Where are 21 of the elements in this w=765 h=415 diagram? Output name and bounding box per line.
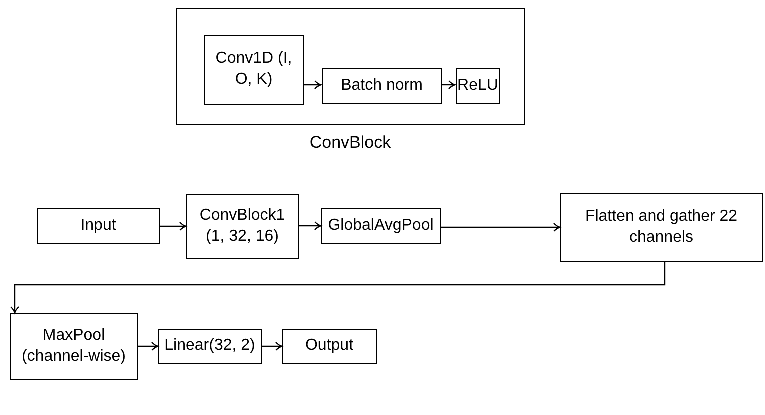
box-label: Batch norm (341, 76, 423, 96)
box-label: Conv1D (I, O, K) (214, 49, 294, 90)
process-box (321, 208, 441, 244)
box-label: ReLU (458, 76, 498, 96)
group-label: ConvBlock (308, 132, 392, 154)
process-box (322, 68, 442, 104)
process-box (186, 194, 299, 259)
box-label: ConvBlock1 (1, 32, 16) (198, 206, 286, 246)
box-label: Flatten and gather 22 channels (584, 206, 739, 248)
box-label: Output (305, 336, 354, 356)
process-box (282, 329, 377, 364)
box-label: MaxPool (channel-wise) (20, 326, 128, 366)
process-box (456, 68, 500, 104)
process-box (204, 35, 304, 105)
process-box (158, 329, 262, 364)
box-label: Linear(32, 2) (164, 336, 256, 356)
process-box (10, 313, 138, 380)
process-box (37, 208, 160, 244)
box-label: Input (80, 216, 116, 236)
box-label: GlobalAvgPool (328, 216, 434, 236)
process-box (560, 193, 763, 262)
